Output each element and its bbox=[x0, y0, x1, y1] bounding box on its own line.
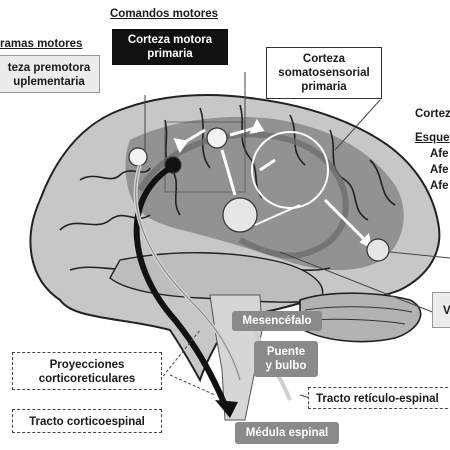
premotor-line-2: uplementaria bbox=[13, 76, 85, 88]
node-primary-motor bbox=[206, 127, 228, 149]
somatosensory-line-3: primaria bbox=[301, 81, 347, 93]
motor-programs-heading: ramas motores bbox=[0, 38, 83, 50]
node-parietal bbox=[366, 238, 390, 262]
right-panel-heading: Esque bbox=[415, 132, 450, 144]
somatosensory-line-1: Corteza bbox=[302, 53, 346, 65]
brain-nodes bbox=[128, 127, 390, 262]
premotor-box: teza premotora uplementaria bbox=[0, 55, 100, 93]
premotor-line-1: teza premotora bbox=[7, 62, 91, 74]
right-panel-title: Cortez bbox=[415, 108, 450, 120]
right-panel-item-1: Afe bbox=[430, 148, 449, 160]
reticulospinal-text: Tracto retículo-espinal bbox=[316, 393, 439, 405]
primary-motor-line-1: Corteza motora bbox=[127, 34, 213, 46]
leader-lines bbox=[144, 72, 450, 399]
reticular-projections-box: Proyecciones corticoreticulares bbox=[12, 352, 162, 390]
right-panel-item-3: Afe bbox=[430, 180, 449, 192]
focus-rect bbox=[164, 121, 246, 193]
white-arrows bbox=[173, 118, 373, 249]
medulla-text: y bulbo bbox=[265, 360, 307, 372]
thalamus-link bbox=[254, 204, 301, 226]
corticospinal-box: Tracto corticoespinal bbox=[12, 409, 162, 433]
corticospinal-tract bbox=[133, 165, 228, 407]
somatosensory-line-2: somatosensorial bbox=[278, 67, 370, 79]
spinal-cord-text: Médula espinal bbox=[245, 427, 329, 439]
reticular-projections-line-1: Proyecciones bbox=[49, 359, 125, 371]
pons-medulla-label: Puente y bulbo bbox=[254, 341, 318, 377]
reticular-tract-inner bbox=[135, 164, 241, 381]
midbrain-text: Mesencéfalo bbox=[242, 315, 312, 327]
motor-commands-heading: Comandos motores bbox=[110, 8, 218, 20]
somatosensory-box: Corteza somatosensorial primaria bbox=[266, 47, 382, 99]
sensory-circle bbox=[251, 131, 329, 209]
midbrain-label: Mesencéfalo bbox=[232, 311, 322, 331]
pons-text: Puente bbox=[266, 346, 306, 358]
reticular-projections-line-2: corticoreticulares bbox=[38, 373, 136, 385]
right-panel-lower-box: V bbox=[432, 292, 450, 328]
right-panel-lower: V bbox=[443, 305, 450, 317]
cortex-region bbox=[125, 116, 404, 271]
corticospinal-text: Tracto corticoespinal bbox=[29, 416, 145, 428]
primary-motor-box: Corteza motora primaria bbox=[112, 29, 228, 65]
primary-motor-line-2: primaria bbox=[147, 48, 193, 60]
spinal-cord-label: Médula espinal bbox=[235, 422, 339, 444]
corticospinal-arrowhead bbox=[215, 400, 238, 418]
reticulospinal-box: Tracto retículo-espinal bbox=[308, 387, 450, 409]
node-premotor bbox=[128, 147, 148, 167]
right-panel-item-2: Afe bbox=[430, 164, 449, 176]
cerebellum bbox=[299, 292, 422, 343]
node-thalamus bbox=[222, 197, 258, 233]
